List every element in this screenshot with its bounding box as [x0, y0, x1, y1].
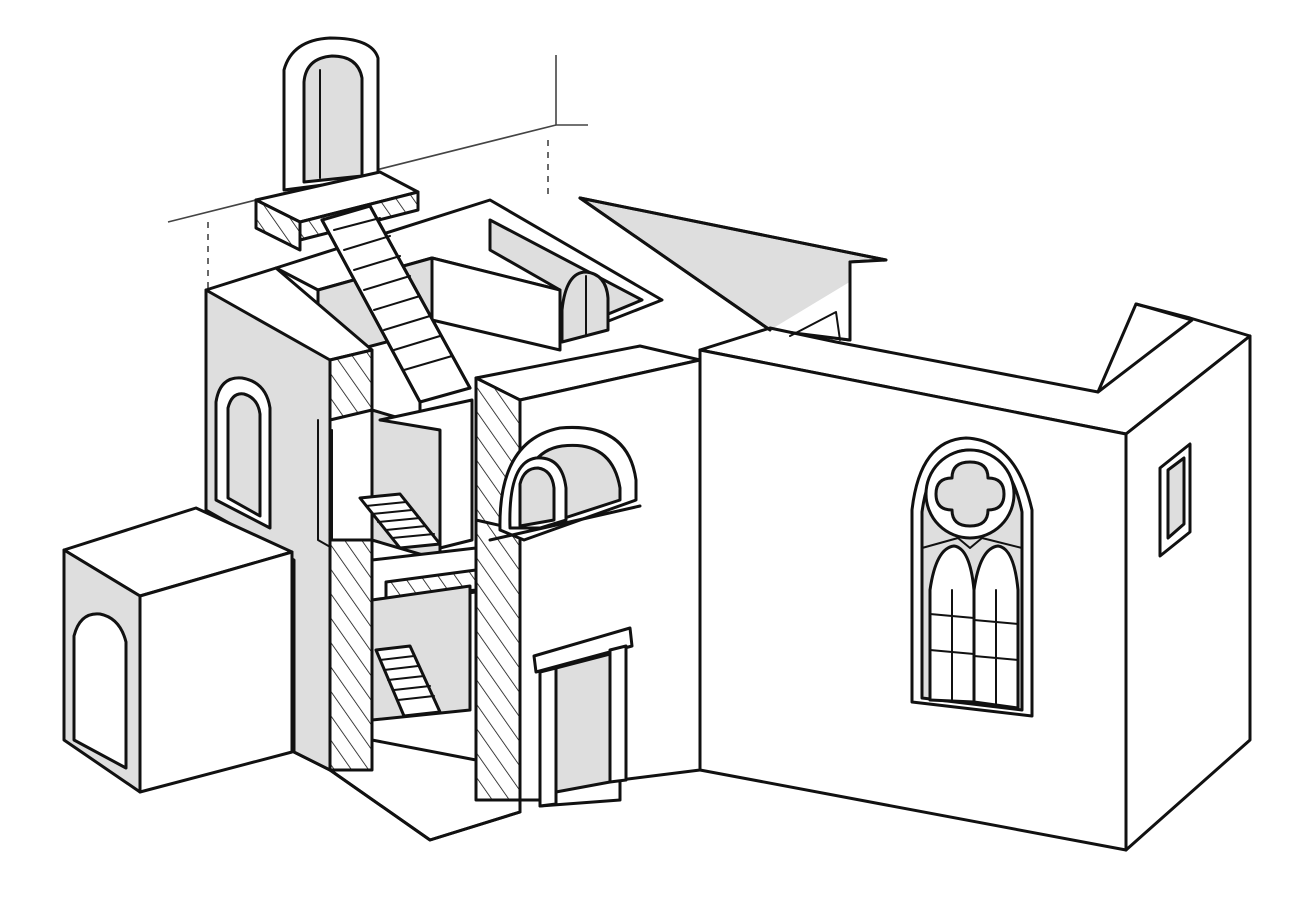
- gothic-tracery-window: [910, 436, 1034, 718]
- middle-stair-flight: [358, 492, 442, 550]
- ground-floor-cut: [328, 738, 522, 842]
- small-side-window: [1158, 442, 1192, 558]
- arched-balcony-opening: [488, 425, 642, 542]
- lower-stair-flight: [370, 584, 472, 722]
- ground-doorway: [532, 626, 634, 808]
- left-tall-block: [204, 266, 374, 772]
- tower-arched-doorway: [282, 36, 380, 192]
- left-annex-block: [62, 506, 294, 794]
